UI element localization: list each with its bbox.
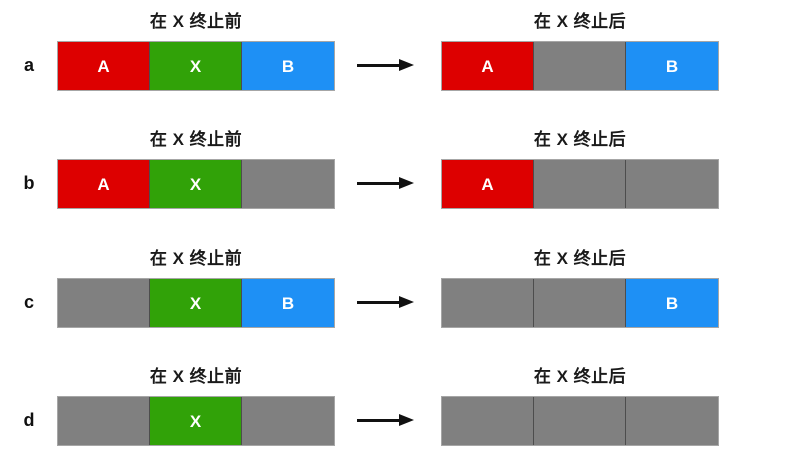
- row-label-b: b: [23, 173, 35, 193]
- arrow-head: [399, 59, 414, 71]
- memory-segment-free: [58, 397, 150, 445]
- row-label-c: c: [23, 292, 34, 312]
- column-heading-after-row-b: 在 X 终止后: [533, 130, 627, 149]
- right-arrow-icon: [357, 294, 415, 312]
- right-arrow-icon: [357, 57, 415, 75]
- memory-segment-b: B: [242, 279, 334, 327]
- arrow-head: [399, 177, 414, 189]
- memory-segment-free: [442, 279, 534, 327]
- column-heading-before-row-c: 在 X 终止前: [149, 249, 243, 268]
- memory-segment-free: [242, 160, 334, 208]
- memory-segment-x: X: [150, 279, 242, 327]
- memory-bar-d-after: [441, 396, 719, 446]
- arrow-shaft: [357, 64, 401, 67]
- row-label-d: d: [23, 410, 35, 430]
- memory-segment-free: [626, 397, 718, 445]
- memory-segment-a: A: [58, 42, 150, 90]
- memory-segment-x: X: [150, 42, 242, 90]
- memory-segment-a: A: [442, 160, 534, 208]
- memory-segment-b: B: [626, 42, 718, 90]
- memory-segment-free: [534, 397, 626, 445]
- column-heading-after-row-c: 在 X 终止后: [533, 249, 627, 268]
- right-arrow-icon: [357, 412, 415, 430]
- arrow-shaft: [357, 419, 401, 422]
- arrow-shaft: [357, 301, 401, 304]
- right-arrow-icon: [357, 175, 415, 193]
- arrow-shaft: [357, 182, 401, 185]
- memory-segment-free: [534, 279, 626, 327]
- column-heading-after-row-d: 在 X 终止后: [533, 367, 627, 386]
- memory-segment-b: B: [626, 279, 718, 327]
- memory-segment-a: A: [442, 42, 534, 90]
- memory-segment-b: B: [242, 42, 334, 90]
- column-heading-before-row-d: 在 X 终止前: [149, 367, 243, 386]
- memory-bar-b-after: A: [441, 159, 719, 209]
- memory-segment-free: [626, 160, 718, 208]
- memory-bar-d-before: X: [57, 396, 335, 446]
- column-heading-after-row-a: 在 X 终止后: [533, 12, 627, 31]
- memory-segment-free: [534, 160, 626, 208]
- memory-segment-free: [58, 279, 150, 327]
- column-heading-before-row-a: 在 X 终止前: [149, 12, 243, 31]
- memory-bar-c-after: B: [441, 278, 719, 328]
- memory-segment-x: X: [150, 160, 242, 208]
- memory-segment-free: [242, 397, 334, 445]
- memory-segment-a: A: [58, 160, 150, 208]
- column-heading-before-row-b: 在 X 终止前: [149, 130, 243, 149]
- memory-segment-free: [442, 397, 534, 445]
- row-label-a: a: [23, 55, 34, 75]
- memory-segment-x: X: [150, 397, 242, 445]
- memory-segment-free: [534, 42, 626, 90]
- arrow-head: [399, 414, 414, 426]
- arrow-head: [399, 296, 414, 308]
